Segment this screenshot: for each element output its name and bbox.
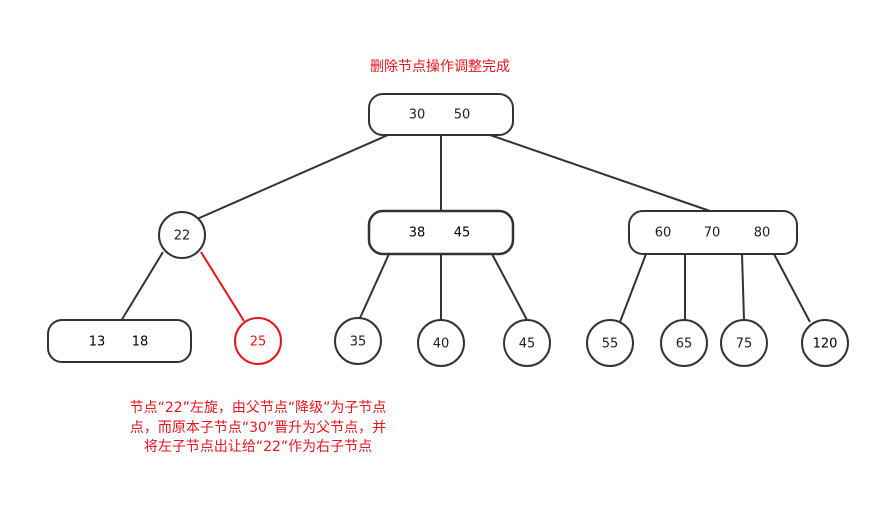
key: 55: [602, 337, 619, 352]
key: 80: [754, 226, 771, 241]
key: 22: [174, 229, 191, 244]
edge-mid-45: [491, 253, 528, 321]
key: 25: [250, 335, 267, 350]
edge-right-75: [741, 253, 745, 321]
caption-line: 节点“22”左旋，由父节点“降级”为子节点: [129, 400, 387, 416]
key: 70: [704, 226, 721, 241]
edge-22-leaf: [120, 251, 164, 322]
edge-root-22: [196, 134, 389, 220]
key: 65: [676, 337, 693, 352]
node-right: [628, 210, 798, 255]
node-65: [660, 319, 708, 367]
node-45: [503, 319, 551, 367]
node-120: [801, 319, 849, 367]
edge-right-120: [773, 253, 811, 323]
key: 50: [454, 108, 471, 123]
key: 13: [89, 335, 106, 350]
key: 75: [736, 337, 753, 352]
node-25: [234, 317, 282, 365]
key: 18: [132, 335, 149, 350]
key: 30: [409, 108, 426, 123]
key: 60: [655, 226, 672, 241]
key: 120: [813, 337, 838, 352]
node-35: [334, 317, 382, 365]
key: 38: [409, 226, 426, 241]
node-40: [417, 319, 465, 367]
caption-line: 将左子节点出让给“22”作为右子节点: [143, 439, 373, 455]
node-55: [586, 319, 634, 367]
edge-mid-35: [359, 253, 390, 319]
node-75: [720, 319, 768, 367]
key: 40: [433, 337, 450, 352]
caption-line: 点，而原本子节点“30”晋升为父节点，并: [129, 419, 387, 436]
edge-22-25: [200, 251, 245, 322]
node-mid: [367, 209, 515, 256]
key: 45: [519, 337, 536, 352]
key: 45: [454, 226, 471, 241]
edge-right-55: [619, 253, 647, 323]
key: 35: [350, 335, 367, 350]
node-leaf-13-18: [47, 319, 192, 363]
caption: 节点“22”左旋，由父节点“降级”为子节点 点，而原本子节点“30”晋升为父节点…: [98, 399, 418, 458]
edge-root-right: [489, 134, 711, 212]
node-22: [158, 211, 206, 259]
diagram-title: 删除节点操作调整完成: [370, 59, 510, 75]
node-root: [368, 93, 514, 136]
